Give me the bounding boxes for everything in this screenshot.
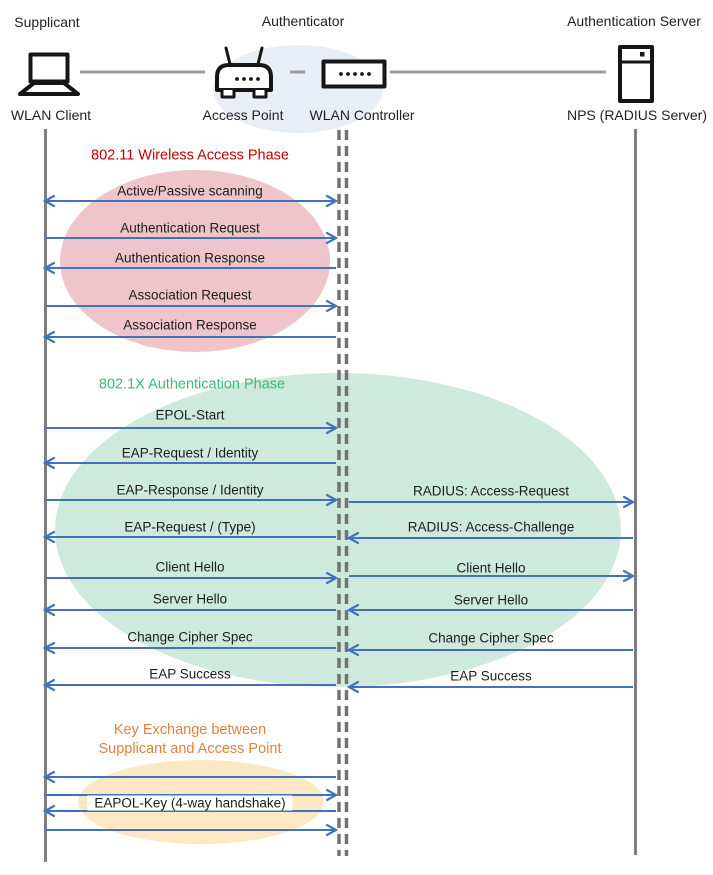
message-label: Server Hello (453, 592, 529, 608)
message-label: Change Cipher Spec (428, 630, 554, 646)
message-label: Authentication Request (120, 220, 260, 236)
message-label: Change Cipher Spec (127, 629, 253, 645)
message-label: Client Hello (456, 560, 526, 576)
message-label: RADIUS: Access-Request (412, 483, 570, 499)
phase3-title: Key Exchange between Supplicant and Acce… (98, 722, 282, 757)
phase1-title: 802.11 Wireless Access Phase (91, 147, 289, 164)
message-label: Active/Passive scanning (117, 183, 263, 199)
access-point-icon (215, 46, 273, 99)
actor-role-supplicant: Supplicant (14, 14, 80, 30)
message-label: EAP-Response / Identity (116, 482, 264, 498)
device-label-wlan-client: WLAN Client (10, 107, 92, 123)
message-label: Association Response (123, 317, 257, 333)
message-label: Client Hello (155, 559, 225, 575)
device-label-access-point: Access Point (202, 107, 284, 123)
message-label: Authentication Response (114, 250, 266, 266)
actor-role-authentication-server: Authentication Server (567, 13, 701, 29)
message-label: Association Request (128, 287, 252, 303)
message-label: EAPOL-Key (4-way handshake) (87, 795, 293, 811)
wlan-controller-icon (321, 59, 387, 89)
message-label: EPOL-Start (155, 407, 225, 423)
message-label: RADIUS: Access-Challenge (407, 519, 575, 535)
device-label-nps-radius-server: NPS (RADIUS Server) (566, 107, 708, 123)
message-label: EAP-Request / Identity (121, 445, 259, 461)
message-label: Server Hello (152, 591, 228, 607)
server-icon (618, 45, 654, 103)
message-label: EAP-Request / (Type) (124, 519, 256, 535)
message-label: EAP Success (149, 666, 231, 682)
laptop-icon (18, 52, 80, 96)
device-label-wlan-controller: WLAN Controller (309, 107, 415, 123)
message-label: EAP Success (450, 668, 532, 684)
phase2-title: 802.1X Authentication Phase (98, 376, 286, 393)
actor-role-authenticator: Authenticator (261, 13, 345, 29)
